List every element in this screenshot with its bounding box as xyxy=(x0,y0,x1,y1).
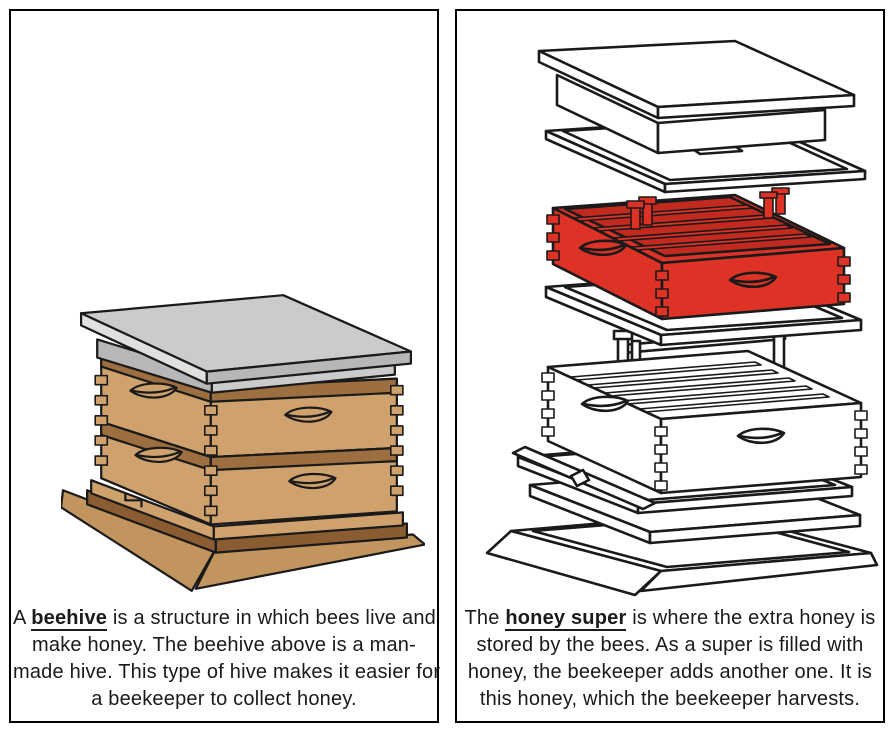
top-bars xyxy=(570,361,830,413)
caption-text: The xyxy=(464,607,506,629)
honey-super-caption: The honey super is where the extra honey… xyxy=(459,605,881,713)
beehive-card: A beehive is a structure in which bees l… xyxy=(9,9,441,723)
handle-cutout xyxy=(578,239,628,257)
dovetail-joints xyxy=(546,214,851,317)
caption-text: is a structure in which bees live and xyxy=(107,607,436,629)
telescoping-lid xyxy=(80,294,413,394)
handle-cutout xyxy=(284,406,333,423)
hive-stand xyxy=(61,479,425,592)
honey-super xyxy=(546,187,851,321)
dovetail-joints xyxy=(541,372,868,491)
hive-body xyxy=(94,351,404,526)
handle-cutout xyxy=(580,395,630,413)
hive-stand xyxy=(485,511,879,597)
handle-cutout xyxy=(134,446,183,464)
caption-text: is where the extra honey is xyxy=(626,607,876,629)
handle-cutout xyxy=(728,271,778,289)
honey-super-card: The honey super is where the extra honey… xyxy=(455,9,885,723)
caption-text: made hive. This type of hive makes it ea… xyxy=(13,661,441,683)
term-honey-super: honey super xyxy=(505,607,627,631)
beehive-illustration xyxy=(61,294,425,592)
term-beehive: beehive xyxy=(31,607,108,631)
caption-text: stored by the bees. As a super is filled… xyxy=(476,634,864,656)
handle-cutout xyxy=(288,472,337,490)
entrance-notch xyxy=(569,468,591,488)
dovetail-joints xyxy=(94,374,404,517)
handle-cutout xyxy=(129,382,178,399)
caption-text: honey, the beekeeper adds another one. I… xyxy=(467,661,873,683)
caption-text: this honey, which the beekeeper harvests… xyxy=(479,688,861,710)
caption-text: a beekeeper to collect honey. xyxy=(91,688,357,710)
caption-text: A xyxy=(13,607,32,629)
caption-text: make honey. The beehive above is a man- xyxy=(32,634,416,656)
frame-lugs xyxy=(626,187,790,230)
frame-lug xyxy=(612,329,634,341)
exploded-hive-illustration xyxy=(485,39,879,597)
outer-cover xyxy=(537,39,856,155)
handle-cutout xyxy=(736,427,786,445)
brood-box xyxy=(541,349,868,495)
entrance-notch xyxy=(124,493,143,508)
beehive-caption: A beehive is a structure in which bees l… xyxy=(13,605,441,713)
lower-hive-box xyxy=(100,420,398,526)
